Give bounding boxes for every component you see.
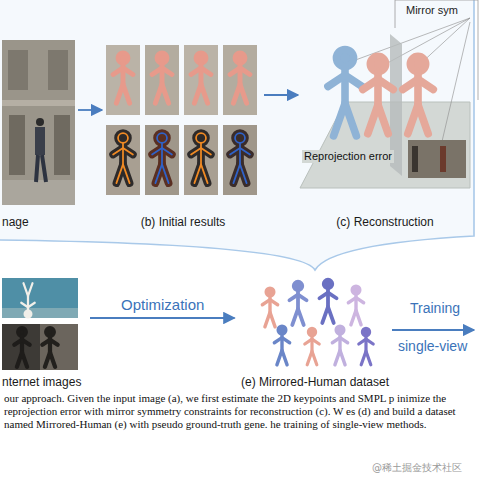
annotation-label: Training xyxy=(410,300,460,316)
internet-photos xyxy=(2,324,78,370)
mesh-thumbnails xyxy=(184,45,218,115)
panel-label: (b) Initial results xyxy=(141,215,226,229)
internet-photos xyxy=(2,308,78,318)
mesh-thumbnails xyxy=(152,53,172,103)
flow-arrow xyxy=(264,94,298,96)
keypoint-thumbnails xyxy=(184,125,218,195)
input-photo xyxy=(35,127,45,155)
input-photo xyxy=(8,50,28,90)
mesh-thumbnails xyxy=(145,45,179,115)
panel-label: nage xyxy=(2,215,29,229)
training-arrow xyxy=(392,329,474,331)
annotation-label: single-view xyxy=(398,338,467,354)
figure-panel: (e) Mirrored-Human dataset xyxy=(237,276,394,390)
dataset-figures xyxy=(348,286,363,325)
reconstruction-scene xyxy=(300,0,478,188)
dataset-figures xyxy=(332,326,347,365)
reconstruction-scene xyxy=(440,146,446,172)
panel-label: nternet images xyxy=(2,375,81,389)
top-panel xyxy=(0,0,474,270)
keypoint-thumbnails xyxy=(106,125,140,195)
figure-panel: nternet images xyxy=(0,272,88,390)
input-photo xyxy=(2,180,75,205)
keypoint-thumbnails xyxy=(191,133,211,183)
internet-photos xyxy=(40,324,78,370)
keypoint-thumbnails xyxy=(145,125,179,195)
input-photo xyxy=(2,100,75,106)
input-photo xyxy=(54,115,70,175)
flow-arrow xyxy=(78,109,102,111)
mesh-thumbnails xyxy=(106,45,257,115)
figure-panel: (c) Reconstruction xyxy=(300,30,470,230)
internet-photos xyxy=(2,278,78,370)
dataset-figures xyxy=(262,280,373,365)
keypoint-thumbnails xyxy=(230,133,250,183)
reconstruction-scene xyxy=(403,56,434,133)
input-photo xyxy=(48,50,68,90)
reconstruction-scene xyxy=(328,49,362,135)
mesh-thumbnails xyxy=(223,45,257,115)
internet-photos xyxy=(2,278,78,318)
internet-photos xyxy=(21,283,35,317)
dataset-figures xyxy=(359,328,373,364)
keypoint-thumbnails xyxy=(106,125,257,195)
figure-caption: our approach. Given the input image (a),… xyxy=(4,392,474,431)
mesh-thumbnails xyxy=(191,53,211,103)
dataset-figures xyxy=(305,328,319,364)
reconstruction-scene xyxy=(350,18,470,150)
input-photo xyxy=(2,40,75,205)
reconstruction-scene xyxy=(363,56,394,133)
training-arrow xyxy=(392,330,474,331)
reconstruction-scene xyxy=(412,146,418,172)
watermark: @稀土掘金技术社区 xyxy=(372,462,462,474)
arrow-label: Optimization xyxy=(121,296,204,313)
figure-panel: nage xyxy=(0,40,76,230)
reconstruction-scene xyxy=(408,140,466,178)
flow-arrow xyxy=(90,317,235,319)
panel-label: (c) Reconstruction xyxy=(336,215,433,229)
internet-photos xyxy=(14,328,29,367)
dataset-figures xyxy=(289,282,306,325)
keypoint-thumbnails xyxy=(113,133,133,183)
mesh-thumbnails xyxy=(106,45,140,115)
keypoint-thumbnails xyxy=(152,133,172,183)
panel-label: (e) Mirrored-Human dataset xyxy=(241,375,389,389)
keypoint-thumbnails xyxy=(152,133,172,183)
input-photo xyxy=(36,118,44,126)
keypoint-thumbnails xyxy=(223,125,257,195)
annotation-label: Reprojection error xyxy=(302,150,394,163)
dataset-figures xyxy=(262,288,277,327)
internet-photos xyxy=(42,328,57,367)
keypoint-thumbnails xyxy=(191,133,211,183)
mesh-thumbnails xyxy=(113,53,133,103)
dataset-figures xyxy=(274,326,289,365)
annotation-label: Mirror sym xyxy=(404,4,460,17)
input-photo xyxy=(2,40,75,205)
keypoint-thumbnails xyxy=(113,133,133,183)
figure-panel: (b) Initial results xyxy=(104,44,262,230)
keypoint-thumbnails xyxy=(230,133,250,183)
dataset-figures xyxy=(319,280,336,323)
mesh-thumbnails xyxy=(230,53,250,103)
input-photo xyxy=(36,155,46,182)
input-photo xyxy=(9,115,25,175)
